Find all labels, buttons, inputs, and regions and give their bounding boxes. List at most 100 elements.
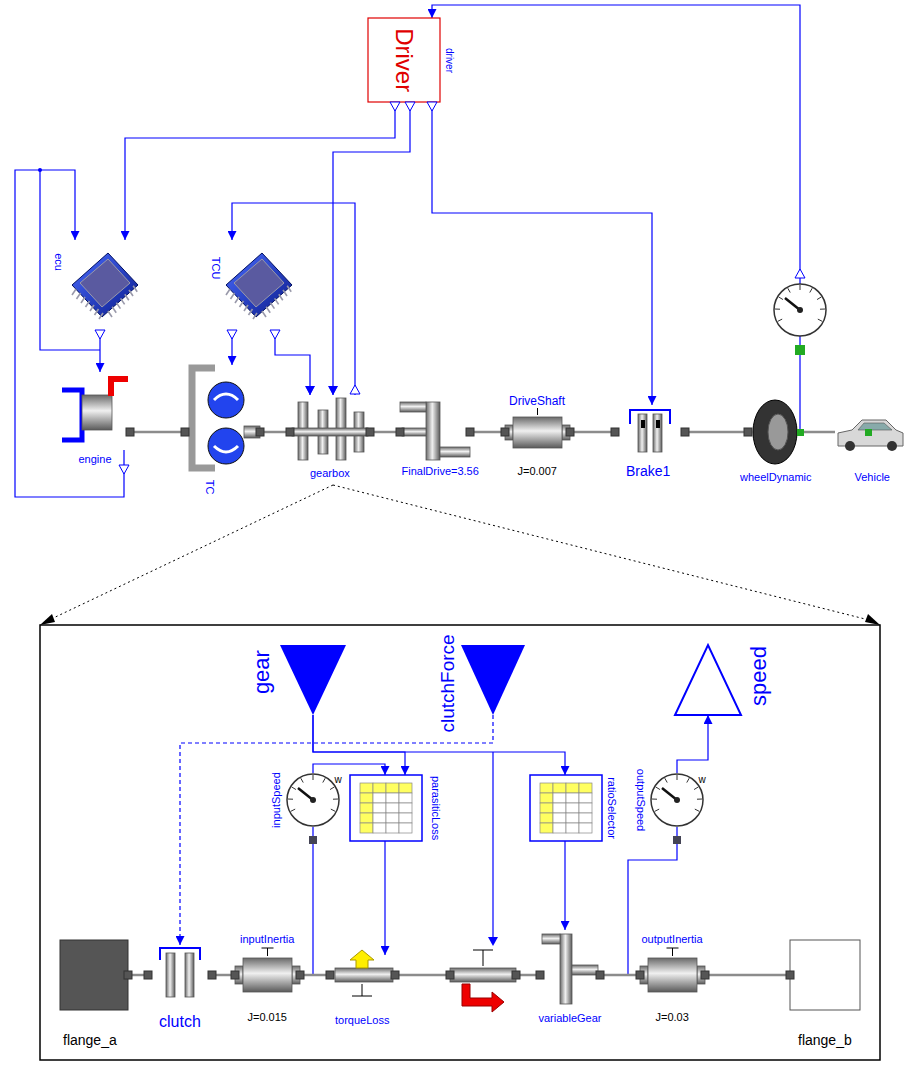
gauge-tick — [820, 309, 825, 310]
node-label: Vehicle — [855, 471, 890, 483]
node-label: ecu — [53, 253, 65, 271]
table-cell — [553, 823, 566, 833]
shaft-connector — [802, 431, 835, 434]
shaft-connector — [705, 974, 790, 977]
node-label: DriveShaft — [509, 395, 565, 408]
chip-pin — [287, 286, 291, 292]
table-cell — [373, 813, 386, 823]
signal-wire — [40, 170, 100, 350]
chip-pin — [121, 298, 125, 304]
output-port — [227, 330, 237, 339]
node-label: driver — [444, 47, 455, 72]
signal-connector — [313, 764, 385, 775]
signal-connector — [180, 715, 493, 945]
table-cell — [360, 793, 373, 803]
table-cell — [540, 813, 553, 823]
gauge-tick — [778, 319, 782, 321]
flange-stub — [596, 971, 604, 979]
flange-stub — [181, 428, 189, 436]
gauge-tick — [775, 309, 780, 310]
gauge-hub — [310, 797, 316, 803]
node-label: ratioSelector — [606, 777, 618, 839]
flange-b: flange_b — [790, 940, 860, 1010]
signal-connector — [232, 203, 355, 395]
flange-stub — [466, 428, 474, 436]
gauge-tick — [817, 297, 821, 300]
table-cell — [360, 823, 373, 833]
shaft-part — [542, 934, 560, 944]
node-label: TCU — [210, 257, 222, 280]
table-cell — [386, 783, 399, 793]
flange-stub — [124, 971, 132, 979]
brake-actuator — [630, 410, 670, 424]
inertia-block: inputInertiaJ=0.015 — [235, 950, 300, 1000]
table-cell — [373, 783, 386, 793]
torque-source-body — [450, 968, 516, 982]
input-triangle — [280, 645, 346, 715]
output-port — [405, 102, 415, 111]
brake-disc — [638, 414, 647, 452]
ecu-chip: ecu — [68, 240, 142, 330]
brake-block: Brake1 — [615, 405, 685, 457]
shaft-connector — [600, 974, 640, 977]
node-label: speed — [747, 646, 771, 706]
gauge-tick — [694, 787, 698, 790]
table-cell — [373, 793, 386, 803]
zoom-leader — [47, 485, 333, 621]
gauge-tick — [333, 799, 338, 800]
inertia-support — [667, 948, 679, 956]
chip-pin — [99, 313, 103, 319]
tc-blade — [214, 394, 238, 452]
table-frame — [530, 775, 602, 841]
flange-stub — [566, 428, 574, 436]
signal-connector — [564, 841, 565, 930]
output-port — [427, 102, 437, 111]
node-label: torqueLoss — [335, 1014, 389, 1026]
gauge-tick — [655, 809, 659, 811]
chip-pin — [235, 297, 239, 303]
gauge-tick — [291, 809, 295, 811]
table-cell — [579, 803, 592, 813]
tyre — [753, 400, 797, 464]
node-label: gearbox — [310, 467, 350, 479]
shaft-connector — [130, 431, 185, 434]
signal-wire — [492, 752, 493, 941]
chip-pin — [279, 294, 283, 300]
drive-shaft: DriveShaftJ=0.007 — [505, 415, 570, 450]
zoom-leader — [333, 485, 873, 621]
table-cell — [553, 783, 566, 793]
node-label: Driver — [391, 28, 417, 92]
clutch-plate — [185, 953, 194, 997]
node-label: J=0.03 — [656, 1011, 689, 1023]
flange-stub — [208, 971, 216, 979]
shaft-part — [292, 428, 368, 436]
table-cell — [540, 803, 553, 813]
leader-head — [40, 614, 55, 625]
flange-stub — [446, 971, 454, 979]
flange-stub — [501, 428, 509, 436]
flange-stub — [536, 971, 544, 979]
table-cell — [360, 783, 373, 793]
input-port — [328, 386, 338, 395]
node-label: Brake1 — [626, 464, 670, 479]
table-cell — [399, 783, 412, 793]
table-cell — [540, 823, 553, 833]
inertia-body — [243, 958, 292, 992]
flange-stub — [636, 971, 644, 979]
torque-converter: TC — [185, 365, 260, 470]
output-port — [270, 330, 280, 339]
node-label: clutchForce — [438, 634, 459, 732]
input-port — [305, 386, 315, 395]
gauge-tick — [810, 288, 812, 292]
speed-output: speed — [675, 645, 741, 715]
table-cell — [579, 823, 592, 833]
sensor-port — [309, 836, 317, 844]
chip-top — [234, 259, 284, 307]
gauge-dial — [774, 284, 826, 336]
loss-table: parasiticLoss — [350, 775, 422, 841]
output-port — [95, 330, 105, 339]
table-cell — [579, 793, 592, 803]
signal-connector — [333, 102, 410, 395]
chip-pin — [270, 303, 274, 309]
